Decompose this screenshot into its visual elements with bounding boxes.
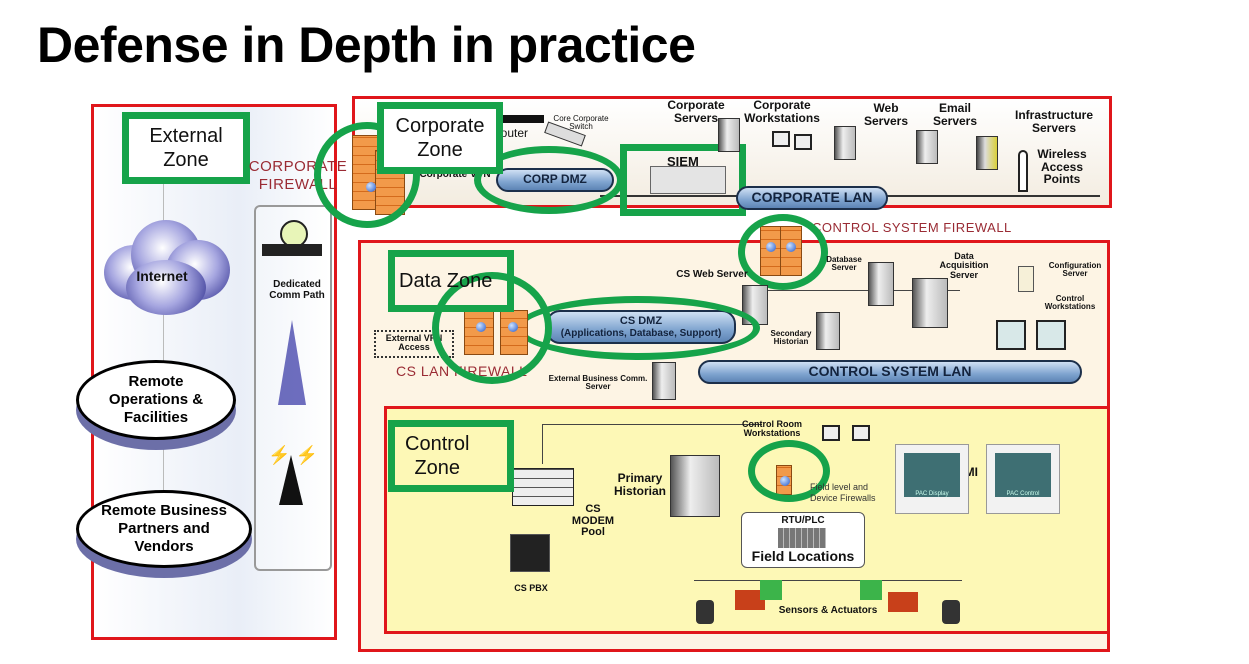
infrastructure-server-icon [976, 136, 998, 170]
field-device-firewalls-label: Field level and Device Firewalls [810, 482, 876, 503]
plc-rack-icon [778, 528, 826, 548]
control-workstation-icon [996, 320, 1026, 350]
field-locations-label: Field Locations [751, 548, 855, 564]
actuator-icon [735, 590, 765, 610]
control-system-firewall-label: CONTROL SYSTEM FIREWALL [812, 220, 1012, 235]
external-zone-line1: External [149, 125, 223, 147]
corporate-lan-segment: CORPORATE LAN [736, 186, 888, 210]
cs-modem-pool-label: CS MODEM Pool [571, 503, 615, 539]
cs-pbx-icon [510, 534, 550, 572]
connector-line [542, 424, 543, 464]
internet-cloud-icon [96, 215, 236, 325]
data-zone-label: Data Zone [388, 250, 514, 312]
control-zone-line1: Control [405, 433, 470, 455]
modem-pool-icon [512, 468, 574, 506]
siem-appliance-icon [650, 166, 726, 194]
rtu-plc-label: RTU/PLC [781, 515, 825, 526]
cs-dmz-highlight[interactable] [516, 296, 760, 360]
corporate-zone-line1: Corporate [395, 115, 485, 137]
infrastructure-servers-label: Infrastructure Servers [1014, 108, 1094, 135]
web-servers-label: Web Servers [863, 101, 909, 128]
sensor-icon [696, 600, 714, 624]
data-acquisition-server-icon [912, 278, 948, 328]
radio-waves-icon: ⚡ ⚡ [268, 445, 318, 465]
internet-label: Internet [136, 268, 188, 284]
power-tower-icon [278, 320, 306, 405]
wireless-access-points-label: Wireless Access Points [1037, 147, 1087, 187]
siem-label: SIEM [667, 154, 699, 169]
hmi-control-monitor: PAC Control [986, 444, 1060, 514]
configuration-server-label: Configuration Server [1048, 261, 1102, 279]
email-server-icon [916, 130, 938, 164]
remote-operations-node: Remote Operations & Facilities [76, 360, 236, 440]
web-server-icon [834, 126, 856, 160]
radio-tower-icon [279, 455, 303, 505]
sensor-icon [942, 600, 960, 624]
control-system-firewall-highlight[interactable] [738, 214, 828, 290]
primary-historian-icon [670, 455, 720, 517]
workstation-icon [794, 134, 812, 150]
connector-line [542, 424, 762, 425]
cs-lan-firewall-highlight[interactable] [432, 272, 552, 384]
data-zone-text: Data Zone [399, 270, 493, 292]
actuator-icon [888, 592, 918, 612]
database-server-label: Database Server [826, 255, 862, 273]
control-room-workstations-label: Control Room Workstations [742, 419, 802, 439]
wireless-access-point-icon [1018, 150, 1028, 192]
control-zone-line2: Zone [414, 457, 461, 479]
sensors-actuators-label: Sensors & Actuators [778, 605, 878, 616]
dedicated-comm-path-label: Dedicated Comm Path [269, 279, 325, 301]
control-workstation-icon [1036, 320, 1066, 350]
hmi-control-screen: PAC Control [995, 453, 1051, 497]
actuator-icon [860, 580, 882, 600]
external-vpn-access-label: External VPN Access [385, 333, 443, 353]
control-system-lan-segment: CONTROL SYSTEM LAN [698, 360, 1082, 384]
data-acquisition-server-label: Data Acquisition Server [939, 251, 989, 280]
external-business-comm-server-label: External Business Comm. Server [548, 374, 648, 392]
corporate-firewall-highlight[interactable] [314, 122, 420, 228]
external-business-comm-server-icon [652, 362, 676, 400]
corporate-servers-label: Corporate Servers [667, 98, 725, 125]
connector-line [760, 290, 960, 291]
control-room-workstation-icon [852, 425, 870, 441]
corporate-workstations-label: Corporate Workstations [744, 98, 820, 125]
primary-historian-label: Primary Historian [613, 471, 666, 498]
configuration-document-icon [1018, 266, 1034, 292]
secondary-historian-icon [816, 312, 840, 350]
control-room-workstation-icon [822, 425, 840, 441]
station-icon [262, 244, 322, 256]
secondary-historian-label: Secondary Historian [770, 329, 812, 347]
external-zone-line2: Zone [163, 149, 209, 171]
workstation-icon [772, 131, 790, 147]
core-switch-label: Core Corporate Switch [553, 114, 609, 132]
field-device-firewall-highlight[interactable] [748, 440, 830, 502]
cs-web-server-label: CS Web Server [676, 269, 748, 280]
hmi-display-screen: PAC Display [904, 453, 960, 497]
siem-label-box: SIEM [620, 144, 746, 216]
remote-business-node: Remote Business Partners and Vendors [76, 490, 252, 568]
corporate-zone-line2: Zone [417, 139, 463, 161]
corporate-vpn-label: Corporate VPN [419, 169, 491, 180]
page-title: Defense in Depth in practice [37, 17, 696, 73]
cs-pbx-label: CS PBX [514, 583, 548, 593]
connector-line [163, 180, 164, 510]
actuator-icon [760, 580, 782, 600]
email-servers-label: Email Servers [932, 101, 978, 128]
hmi-display-monitor: PAC Display [895, 444, 969, 514]
connector-line [694, 580, 962, 581]
router-icon [500, 115, 544, 123]
corporate-server-icon [718, 118, 740, 152]
control-workstations-label: Control Workstations [1044, 294, 1096, 312]
database-server-icon [868, 262, 894, 306]
